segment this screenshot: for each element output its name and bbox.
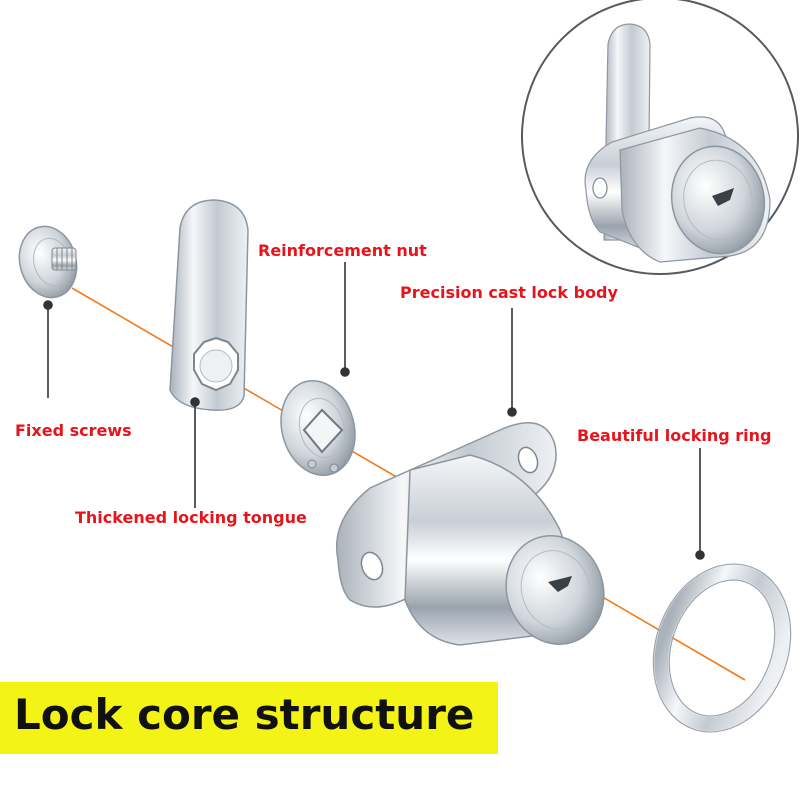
label-reinforcement-nut: Reinforcement nut <box>258 241 427 260</box>
locking-ring-part <box>652 563 792 733</box>
label-fixed-screws: Fixed screws <box>15 421 132 440</box>
reinforcement-nut-part <box>280 379 356 477</box>
fixed-screw-part <box>18 225 78 299</box>
title-banner: Lock core structure <box>0 682 498 754</box>
label-precision-cast-lock-body: Precision cast lock body <box>400 283 618 302</box>
locking-tongue-part <box>169 199 249 411</box>
leader-lines <box>43 262 705 560</box>
lock-body-part <box>335 422 605 646</box>
assembled-lock-inset <box>521 0 799 275</box>
label-beautiful-locking-ring: Beautiful locking ring <box>577 426 772 445</box>
label-thickened-locking-tongue: Thickened locking tongue <box>75 508 307 527</box>
title-text: Lock core structure <box>14 690 475 739</box>
